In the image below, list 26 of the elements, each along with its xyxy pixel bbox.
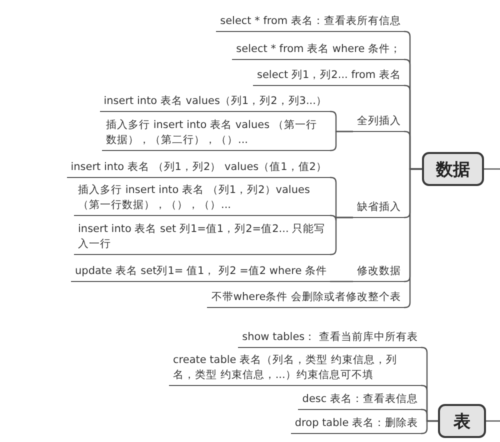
branch-label: select * from 表名：查看表所有信息 — [216, 14, 404, 32]
connector-line — [330, 130, 353, 152]
branch-label: 缺省插入 — [353, 200, 404, 218]
connector-line — [486, 420, 500, 422]
branch-label: select 列1，列2... from 表名 — [252, 68, 404, 86]
topic-box: 表 — [438, 404, 486, 438]
connector-line — [330, 280, 353, 282]
topic-box: 数据 — [422, 152, 484, 186]
connector-line — [484, 168, 500, 170]
branch-label: 插入多行 insert into 表名 （列1，列2）values（第一行数据），（），（）... — [74, 183, 330, 216]
connector-line — [404, 168, 422, 308]
branch-label: insert into 表名 set 列1=值1，列2=值2... 只能写入一行 — [74, 222, 330, 255]
branch-label: drop table 表名：删除表 — [290, 416, 421, 434]
branch-label: insert into 表名 （列1，列2） values（值1，值2） — [66, 160, 330, 178]
branch-label: select * from 表名 where 条件； — [232, 42, 404, 60]
branch-label: create table 表名（列名，类型 约束信息，列名，类型 约束信息，...）约束信息可不填 — [169, 353, 421, 386]
branch-label: 不带where条件 会删除或者修改整个表 — [207, 290, 404, 308]
branch-label: update 表名 set列1= 值1， 列2 =值2 where 条件 — [71, 264, 330, 282]
branch-label: insert into 表名 values（列1，列2，列3...） — [100, 94, 330, 112]
branch-label: desc 表名：查看表信息 — [298, 392, 421, 410]
branch-label: 全列插入 — [353, 114, 404, 132]
branch-label: 修改数据 — [353, 264, 404, 282]
connector-line — [330, 216, 353, 256]
branch-label: 插入多行 insert into 表名 values （第一行数据），（第二行），（）... — [102, 118, 330, 151]
connector-line — [421, 420, 438, 434]
branch-label: show tables： 查看当前库中所有表 — [238, 330, 421, 348]
